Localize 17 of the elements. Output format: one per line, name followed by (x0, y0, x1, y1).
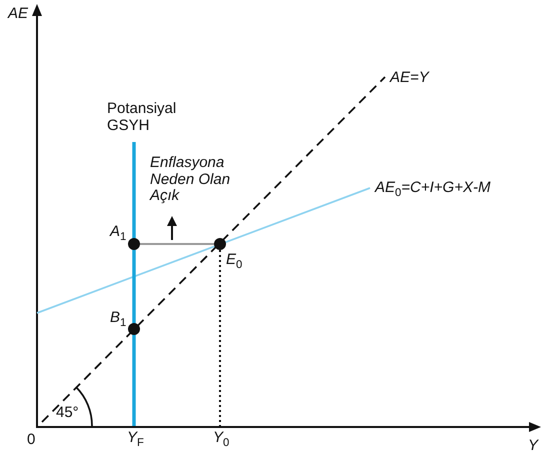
chart-label: Potansiyal GSYH (107, 101, 178, 134)
chart-label: AE=Y (390, 70, 429, 86)
point-label: E$_{0}$ (226, 252, 242, 268)
chart-label: AE (8, 6, 28, 22)
chart-label: Enflasyona Neden Olan Açık (150, 155, 232, 204)
chart-label: 0 (27, 432, 36, 448)
point-label: A$_{1}$ (110, 224, 126, 240)
chart-label: Y$_{0}$ (213, 430, 230, 446)
connector-line (140, 243, 214, 245)
chart-label: Y$_{F}$ (127, 430, 144, 446)
point-dot (128, 323, 140, 335)
chart-label: 45° (56, 405, 79, 422)
chart-label: Y (528, 438, 538, 454)
point-dot (214, 238, 226, 250)
point-label: B$_{1}$ (110, 310, 126, 326)
chart-label: AE$_{0}$=C+I+G+X-M (375, 180, 490, 196)
point-dot (128, 238, 140, 250)
